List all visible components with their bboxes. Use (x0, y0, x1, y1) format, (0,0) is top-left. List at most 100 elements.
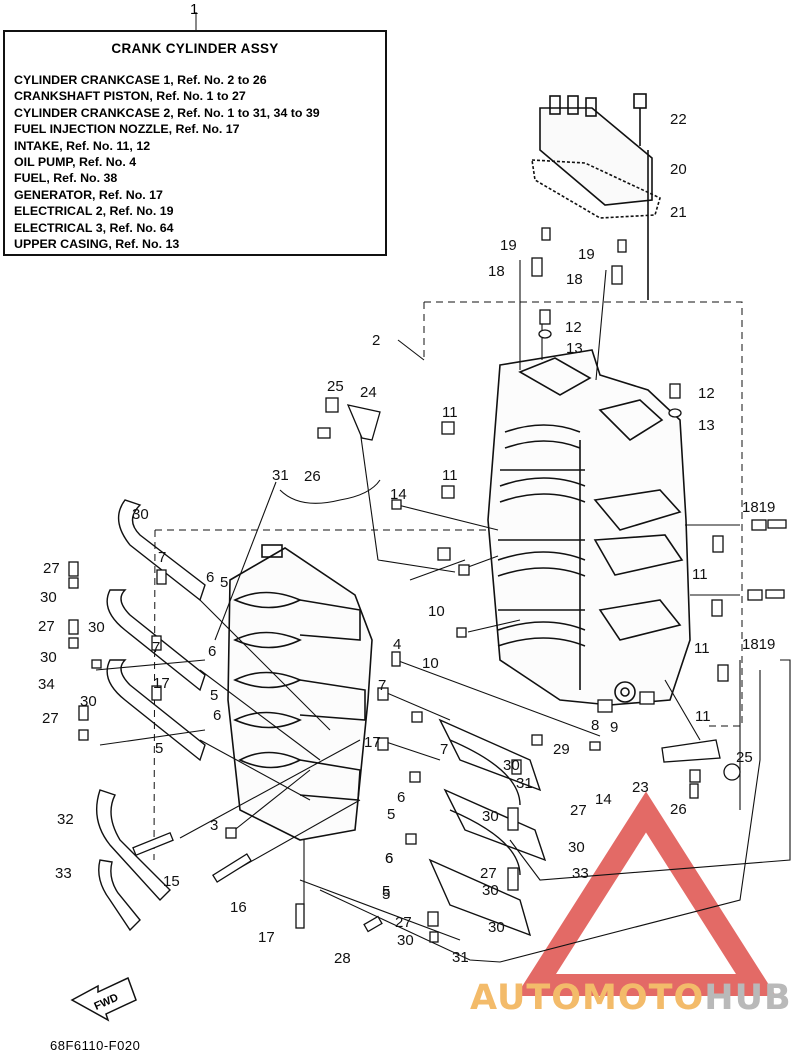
part-number-label: 10 (428, 603, 445, 620)
part-number-label: 12 (565, 319, 582, 336)
part-number-label: 17 (258, 929, 275, 946)
watermark-text-1: AUTOMOTO (470, 978, 705, 1018)
assembly-info-box: CRANK CYLINDER ASSY CYLINDER CRANKCASE 1… (3, 30, 387, 256)
part-number-label: 17 (153, 675, 170, 692)
reference-line: CYLINDER CRANKCASE 2, Ref. No. 1 to 31, … (14, 105, 320, 120)
part-number-label: 23 (632, 779, 649, 796)
watermark-triangle (515, 791, 777, 996)
part-number-label: 31 (452, 949, 469, 966)
reference-line: ELECTRICAL 3, Ref. No. 64 (14, 220, 174, 235)
part-number-label: 11 (442, 467, 458, 484)
part-number-label: 2 (372, 332, 380, 349)
part-number-label: 25 (327, 378, 344, 395)
part-number-label: 6 (206, 569, 214, 586)
part-number-label: 20 (670, 161, 687, 178)
watermark-text-2: HUB (704, 978, 792, 1018)
part-number-label: 30 (80, 693, 97, 710)
part-number-label: 8 (591, 717, 599, 734)
part-number-label: 31 (516, 775, 533, 792)
part-number-label: 5 (387, 806, 395, 823)
part-number-label: 30 (482, 808, 499, 825)
part-number-label: 25 (736, 749, 753, 766)
part-number-label: 1819 (742, 636, 775, 653)
part-number-label: 30 (397, 932, 414, 949)
part-number-label: 27 (42, 710, 59, 727)
part-number-label: 27 (38, 618, 55, 635)
part-number-label: 18 (566, 271, 583, 288)
part-number-label: 5 (382, 886, 390, 903)
cylinder-crankcase-2 (227, 544, 373, 841)
part-number-label: 27 (480, 865, 497, 882)
fwd-arrow-icon (70, 976, 137, 1022)
part-number-label: 17 (364, 734, 381, 751)
watermark-logo: AUTOMOTOHUB (470, 978, 792, 1018)
part-number-label: 3 (210, 817, 218, 834)
part-number-label: 7 (440, 741, 448, 758)
part-number-label: 13 (698, 417, 715, 434)
reference-line: FUEL, Ref. No. 38 (14, 171, 118, 186)
top-cover-assembly (531, 93, 661, 300)
part-number-label: 10 (422, 655, 439, 672)
part-number-label: 27 (570, 802, 587, 819)
reference-line: FUEL INJECTION NOZZLE, Ref. No. 17 (14, 122, 240, 137)
reference-line: CRANKSHAFT PISTON, Ref. No. 1 to 27 (14, 89, 246, 104)
part-number-label: 30 (132, 506, 149, 523)
part-number-label: 11 (695, 708, 711, 725)
part-number-label: 30 (482, 882, 499, 899)
part-number-label: 21 (670, 204, 687, 221)
part-number-label: 7 (152, 639, 160, 656)
part-number-label: 5 (220, 574, 228, 591)
part-number-label: 9 (610, 719, 618, 736)
part-number-label: 26 (304, 468, 321, 485)
part-number-label: 6 (213, 707, 221, 724)
reference-line: GENERATOR, Ref. No. 17 (14, 187, 163, 202)
part-number-label: 11 (442, 404, 458, 421)
reference-line: OIL PUMP, Ref. No. 4 (14, 155, 137, 170)
part-number-label: 14 (595, 791, 612, 808)
part-number-label: 30 (503, 757, 520, 774)
part-number-label: 12 (698, 385, 715, 402)
rear-covers (96, 499, 547, 937)
part-number-label: 15 (163, 873, 180, 890)
part-number-label: 6 (397, 789, 405, 806)
part-number-label: 30 (40, 649, 57, 666)
part-number-label: 28 (334, 950, 351, 967)
hardware-fasteners (68, 227, 787, 943)
part-number-label: 30 (40, 589, 57, 606)
part-number-label: 14 (390, 486, 407, 503)
part-number-label: 30 (568, 839, 585, 856)
part-number-label: 26 (670, 801, 687, 818)
part-number-label: 4 (393, 636, 401, 653)
info-box-title: CRANK CYLINDER ASSY (111, 41, 279, 56)
part-number-label: 27 (395, 914, 412, 931)
cylinder-crankcase-1 (487, 349, 691, 706)
dashed-group-boxes (153, 301, 743, 861)
part-number-label: 30 (88, 619, 105, 636)
part-number-label: 33 (572, 865, 589, 882)
part-number-label: 33 (55, 865, 72, 882)
part-number-label: 6 (208, 643, 216, 660)
part-number-label: 1819 (742, 499, 775, 516)
part-number-label: 5 (155, 740, 163, 757)
reference-line: UPPER CASING, Ref. No. 13 (14, 237, 180, 252)
part-number-label: 31 (272, 467, 289, 484)
part-number-label: 7 (378, 677, 386, 694)
part-number-label: 6 (385, 850, 393, 867)
part-number-label: 6 (385, 850, 393, 867)
part-number-label: 22 (670, 111, 687, 128)
part-number-label: 29 (553, 741, 570, 758)
part-number-label: 32 (57, 811, 74, 828)
reference-line: ELECTRICAL 2, Ref. No. 19 (14, 204, 174, 219)
part-number-label: 24 (360, 384, 377, 401)
diagram-code: 68F6110-F020 (50, 1038, 141, 1053)
part-number-label: 13 (566, 340, 583, 357)
part-number-label: 34 (38, 676, 55, 693)
part-number-label: 19 (578, 246, 595, 263)
leader-lines-and-hoses (95, 260, 791, 963)
part-number-label: 5 (382, 883, 390, 900)
part-number-label: 11 (692, 566, 708, 583)
reference-line: CYLINDER CRANKCASE 1, Ref. No. 2 to 26 (14, 73, 267, 87)
